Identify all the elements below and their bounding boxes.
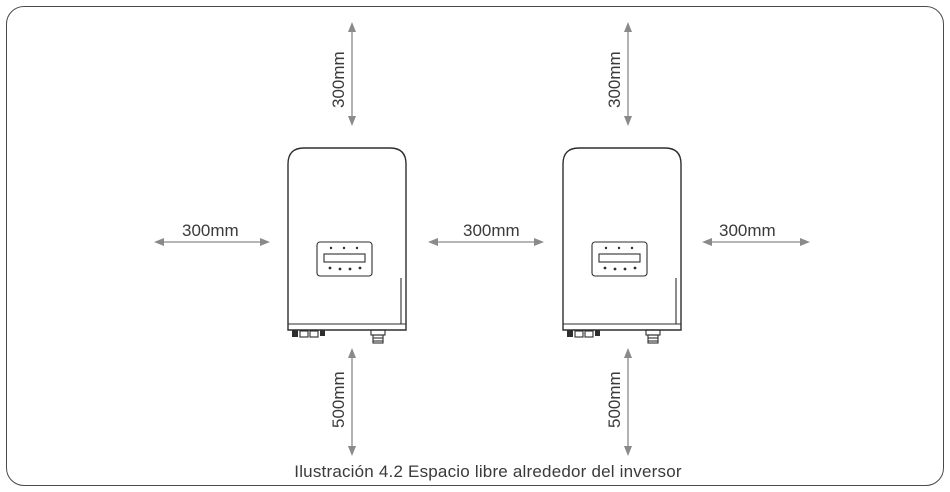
dim-label-bottom-right: 500mm <box>605 371 624 428</box>
arrow-top-left <box>348 22 356 126</box>
figure-frame <box>6 6 944 486</box>
arrow-middle <box>428 238 544 246</box>
arrow-right <box>702 238 810 246</box>
arrow-left <box>154 238 270 246</box>
dim-label-top-left: 300mm <box>329 51 348 108</box>
inverter-left <box>287 147 407 344</box>
arrow-bottom-right <box>624 348 632 456</box>
arrow-bottom-left <box>348 348 356 456</box>
dim-label-right: 300mm <box>719 221 776 240</box>
figure-caption: Ilustración 4.2 Espacio libre alrededor … <box>294 462 682 481</box>
arrow-top-right <box>624 22 632 126</box>
dim-label-middle: 300mm <box>463 221 520 240</box>
dim-label-left: 300mm <box>182 221 239 240</box>
dim-label-top-right: 300mm <box>605 51 624 108</box>
dim-label-bottom-left: 500mm <box>329 371 348 428</box>
inverter-right <box>562 147 682 344</box>
